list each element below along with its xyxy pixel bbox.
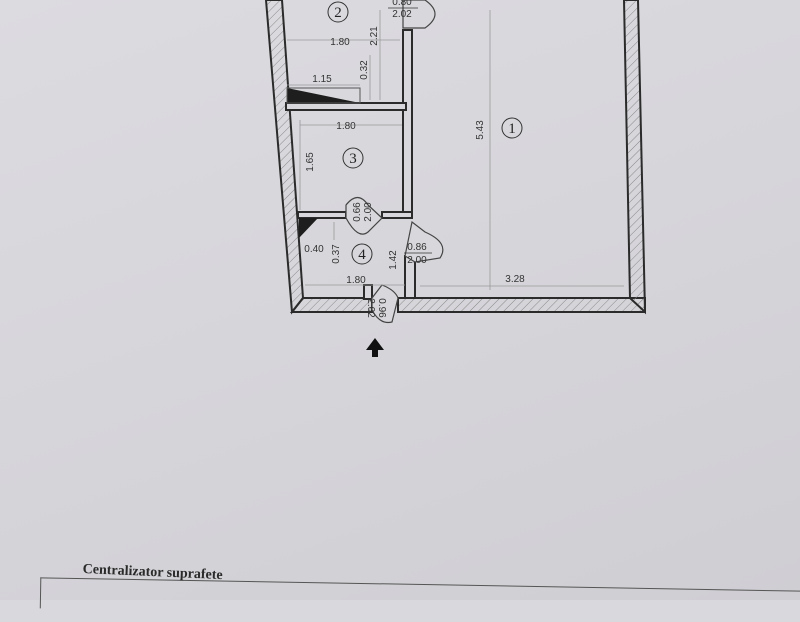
dim-room1-length: 5.43 [475, 120, 486, 140]
room-3-circle [342, 147, 364, 169]
room-3-number: 3 [349, 151, 357, 167]
shaft-room2 [287, 88, 360, 103]
dim-room4-shaft-depth: 0.37 [331, 244, 342, 264]
entrance-door-width: 0.96 [376, 298, 387, 318]
dim-room4-width: 1.80 [346, 275, 366, 286]
wall-room3-bottom-left [297, 211, 347, 219]
wall-room2-right [402, 29, 413, 219]
dim-room2-width: 1.80 [330, 37, 350, 48]
bottom-wall-right [397, 297, 646, 313]
room-2-circle [327, 1, 349, 23]
entrance-door-height: 2.02 [365, 298, 376, 318]
shaft-room2-outline [286, 87, 361, 104]
arrow-up-icon [366, 338, 384, 357]
dim-room4-shaft-width: 0.40 [304, 244, 324, 255]
door2-width: 0.80 [392, 0, 412, 8]
floor-plan: 2 3 1 4 5.43 3.28 1.80 2.21 1.15 0.32 1.… [264, 0, 647, 357]
door3-width: 0.66 [352, 202, 363, 222]
room-1-number: 1 [508, 121, 516, 137]
door-room1[interactable] [404, 220, 444, 263]
room-4-number: 4 [358, 247, 366, 263]
room-1-circle [501, 117, 523, 139]
room-4-circle [351, 243, 373, 265]
dim-room3-length: 1.65 [305, 152, 316, 172]
door1-height: 2.00 [407, 255, 427, 266]
wall-entry-stub [363, 284, 373, 300]
door1-width: 0.86 [407, 242, 427, 253]
dim-room4-length: 1.42 [388, 250, 399, 270]
right-wall [622, 0, 647, 315]
wall-room3-bottom-right [381, 211, 413, 219]
door-room2[interactable] [402, 0, 436, 29]
door2-height: 2.02 [392, 9, 412, 20]
left-wall [264, 0, 305, 315]
shaft-room4 [299, 218, 318, 238]
dim-shaft-depth: 0.32 [359, 60, 370, 80]
bottom-wall-left [289, 297, 373, 313]
wall-room2-bottom [285, 102, 407, 111]
door-entrance[interactable] [371, 284, 399, 324]
door-room3[interactable] [345, 196, 383, 235]
dim-room3-width: 1.80 [336, 121, 356, 132]
dim-room1-width: 3.28 [505, 274, 525, 285]
dim-shaft-width: 1.15 [312, 74, 332, 85]
dimension-lines [287, 10, 624, 290]
room-2-number: 2 [334, 5, 342, 21]
dim-room2-length: 2.21 [369, 26, 380, 46]
door3-height: 2.00 [363, 202, 374, 222]
